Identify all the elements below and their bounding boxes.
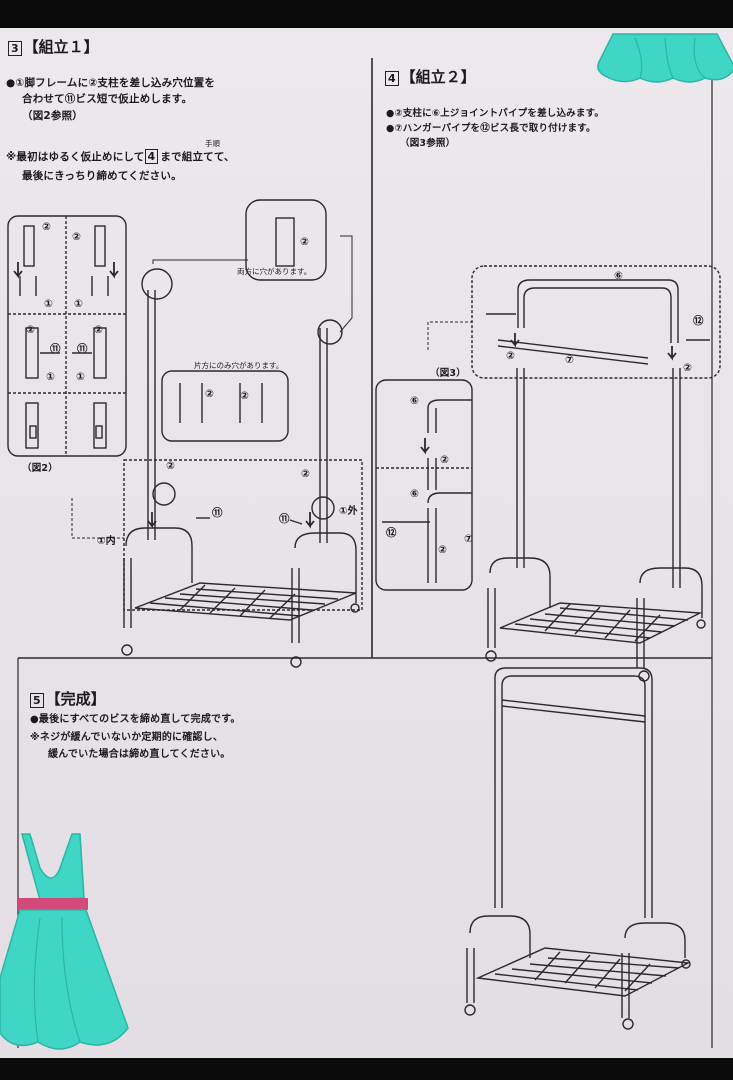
step3-line2: 合わせて⑪ビス短で仮止めします。 (22, 93, 193, 105)
step4-line2: ●⑦ハンガーパイプを⑫ビス長で取り付けます。 (386, 123, 596, 134)
top-black-bar (0, 0, 733, 30)
part-label: ⑦ (464, 533, 474, 545)
step3-number: 3 (8, 41, 22, 56)
bottom-black-bar (0, 1058, 733, 1080)
part-label: ⑥ (410, 395, 420, 407)
fig2-detail-box (7, 215, 127, 457)
top-detail-box (245, 199, 327, 281)
part-label: ② (301, 468, 311, 480)
step4-rack (485, 279, 710, 682)
part-label: ② (72, 231, 82, 243)
part-label: ② (166, 460, 176, 472)
part-label: ② (438, 544, 448, 556)
part-label: ② (506, 350, 516, 362)
part-label: ⑦ (565, 354, 575, 366)
step3-note-small: 手順 (205, 139, 220, 148)
step3-note1a: ※最初はゆるく仮止めにして (6, 151, 145, 163)
step4-number: 4 (385, 71, 399, 86)
part-label: ⑪ (50, 343, 61, 355)
part-label: ⑪ (77, 343, 88, 355)
part-label: ⑫ (693, 315, 704, 327)
step5-line1: ●最後にすべてのビスを締め直して完成です。 (30, 714, 241, 725)
part-label: ② (42, 221, 52, 233)
part-label: ⑪ (212, 507, 223, 519)
step5-rack (464, 667, 691, 1030)
frame-dashed-box (123, 459, 363, 611)
part-label: ② (26, 324, 36, 336)
part-label: ② (440, 454, 450, 466)
step3-line1: ●①脚フレームに②支柱を差し込み穴位置を (6, 77, 216, 89)
inner-frame-label: ①内 (97, 536, 116, 547)
part-label: ① (46, 371, 56, 383)
part-label: ① (76, 371, 86, 383)
part-label: ② (683, 362, 693, 374)
hole-detail-box (161, 370, 289, 442)
step3-line3: （図2参照） (22, 110, 84, 122)
step5-title: 【完成】 (45, 690, 106, 708)
part-label: ① (74, 298, 84, 310)
step5-heading: 5【完成】 (30, 688, 106, 709)
both-holes-label: 両方に穴があります。 (237, 267, 312, 276)
part-label: ⑪ (279, 513, 290, 525)
assembly-drawings (7, 58, 721, 1048)
part-label: ⑫ (386, 527, 397, 539)
part-label: ② (240, 390, 250, 402)
step5-line2: ※ネジが緩んでいないか定期的に確認し、 (30, 732, 224, 743)
step3-note2: 最後にきっちり締めてください。 (22, 170, 182, 182)
part-label: ⑥ (614, 270, 624, 282)
step3-rack (121, 290, 360, 668)
fig3-label: （図3） (430, 368, 466, 379)
part-label: ② (300, 236, 310, 248)
detail-circle (141, 268, 173, 300)
step4-title: 【組立２】 (400, 68, 476, 86)
step3-note1b: まで組立てて、 (160, 151, 235, 163)
step4-line3: （図3参照） (400, 138, 456, 149)
skirt-icon (597, 33, 733, 83)
step3-note-number: 4 (144, 149, 159, 164)
step3-heading: 3【組立１】 (8, 36, 99, 57)
step4-line1: ●②支柱に⑥上ジョイントパイプを差し込みます。 (386, 108, 605, 119)
detail-circle (317, 319, 343, 345)
fig3-detail-box (375, 379, 473, 591)
instruction-sheet: 3【組立１】 ●①脚フレームに②支柱を差し込み穴位置を 合わせて⑪ビス短で仮止め… (0, 28, 733, 1060)
step5-line3: 緩んでいた場合は締め直してください。 (48, 749, 231, 760)
one-hole-label: 片方にのみ穴があります。 (194, 361, 284, 370)
part-label: ② (205, 388, 215, 400)
step3-title: 【組立１】 (23, 38, 99, 56)
dress-icon (0, 833, 129, 1050)
part-label: ⑥ (410, 488, 420, 500)
top-joint-box (471, 265, 721, 379)
step4-heading: 4【組立２】 (385, 66, 476, 87)
part-label: ② (94, 324, 104, 336)
step5-number: 5 (30, 693, 44, 708)
outer-frame-label: ①外 (339, 506, 358, 517)
fig2-label: （図2） (22, 463, 58, 474)
part-label: ① (44, 298, 54, 310)
